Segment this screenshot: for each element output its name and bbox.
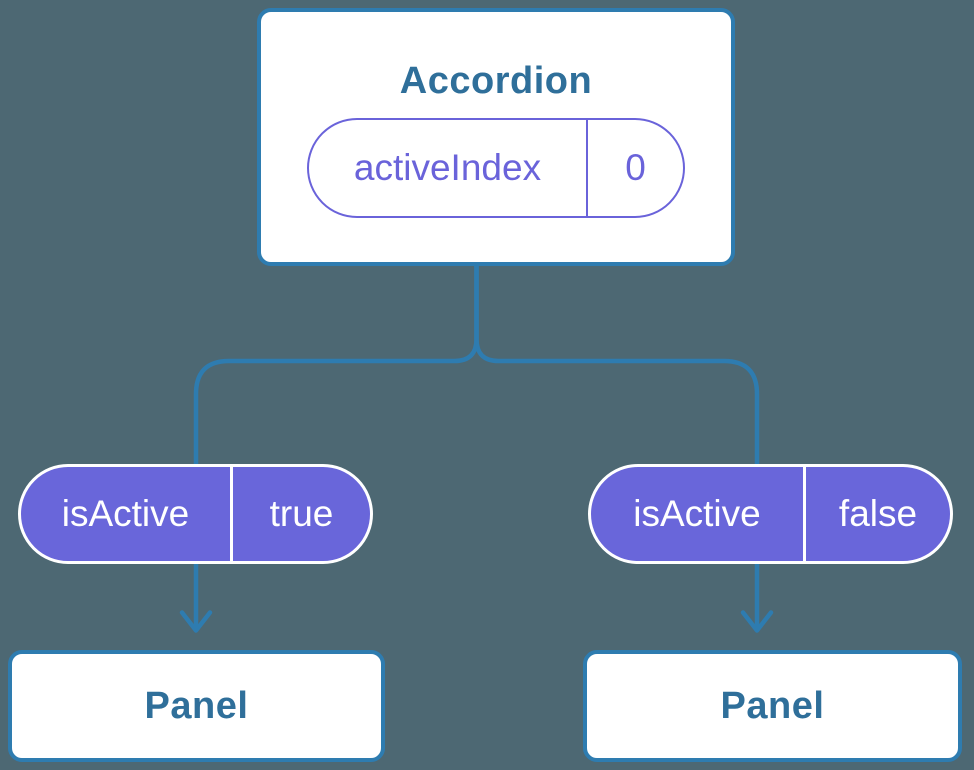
pill-divider <box>230 467 233 561</box>
pill-divider <box>586 120 588 216</box>
panel-card-right: Panel <box>583 650 962 762</box>
connector-path-left <box>193 259 479 632</box>
prop-name: activeIndex <box>353 147 542 188</box>
prop-name: isActive <box>61 493 190 534</box>
is-active-pill-false: isActive false <box>588 464 953 564</box>
connector-path-right <box>474 259 760 632</box>
prop-value: 0 <box>625 147 646 188</box>
panel-card-left: Panel <box>8 650 385 762</box>
prop-value: true <box>269 493 334 534</box>
prop-name: isActive <box>633 493 761 534</box>
is-active-pill-true: isActive true <box>18 464 373 564</box>
accordion-title: Accordion <box>399 60 593 102</box>
pill-divider <box>803 467 806 561</box>
arrow-down-icon <box>179 610 213 633</box>
arrow-down-icon <box>740 610 774 633</box>
panel-title: Panel <box>144 684 249 727</box>
accordion-card: Accordion activeIndex 0 <box>257 8 735 266</box>
active-index-pill: activeIndex 0 <box>307 118 685 218</box>
panel-title: Panel <box>720 684 825 727</box>
prop-value: false <box>838 493 918 534</box>
